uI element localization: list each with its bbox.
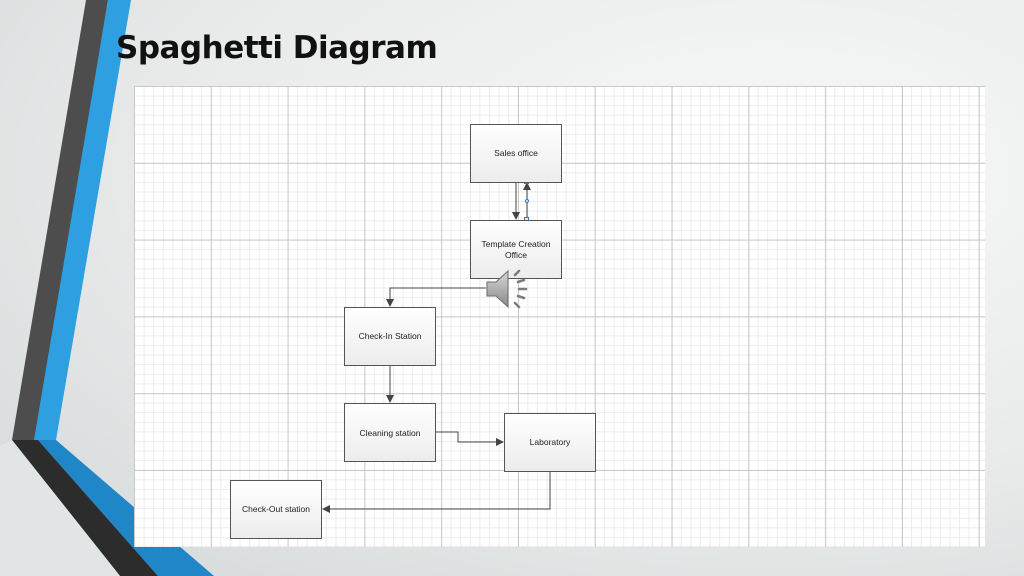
node-cleaning-station[interactable]: Cleaning station: [344, 403, 436, 462]
node-label-line-1: Template Creation: [481, 238, 551, 249]
slide-title: Spaghetti Diagram: [116, 30, 438, 66]
edge-cleaning-to-laboratory: [436, 431, 504, 446]
edge-laboratory-to-checkout: [322, 471, 551, 513]
node-label: Sales office: [494, 148, 538, 159]
node-check-out-station[interactable]: Check-Out station: [230, 480, 322, 539]
node-label: Check-Out station: [241, 504, 311, 515]
node-template-creation-office[interactable]: Template Creation Office: [470, 220, 562, 279]
node-label: Laboratory: [529, 437, 571, 448]
connector-midpoint-handle[interactable]: [525, 199, 529, 203]
corner-dark-band: [12, 440, 158, 576]
edge-template-to-checkin: [386, 287, 486, 307]
node-sales-office[interactable]: Sales office: [470, 124, 562, 183]
blue-stripe: [34, 0, 131, 440]
node-check-in-station[interactable]: Check-In Station: [344, 307, 436, 366]
node-label: Cleaning station: [359, 428, 421, 438]
node-laboratory[interactable]: Laboratory: [504, 413, 596, 472]
speaker-icon[interactable]: [484, 266, 538, 312]
node-label-line-2: Office: [504, 249, 528, 260]
corner-light-wedge: [0, 440, 120, 576]
dark-stripe: [12, 0, 108, 440]
node-label: Check-In Station: [358, 331, 422, 342]
